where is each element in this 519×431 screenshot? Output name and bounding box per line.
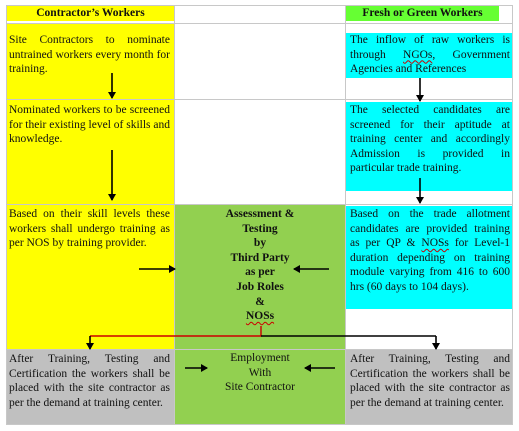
right-step1-post: , Government Agencies and References	[350, 48, 510, 76]
right-step4-text: After Training, Testing and Certificatio…	[350, 353, 510, 409]
assessment-line: Third Party	[230, 251, 290, 264]
assessment-line: Job Roles	[236, 280, 284, 293]
branch-connector	[90, 326, 262, 337]
header-left-title: Contractor’s Workers	[36, 7, 145, 19]
right-step1-ngos: NGOs	[403, 48, 433, 61]
employment-fill	[175, 350, 345, 424]
header-right-title: Fresh or Green Workers	[362, 7, 483, 19]
grid-row4-right	[345, 349, 513, 425]
assessment-fill	[175, 205, 345, 349]
right-step1-fill	[346, 33, 512, 78]
left-step3-fill	[7, 205, 174, 349]
assessment-line: &	[255, 295, 265, 308]
left-step2-text: Nominated workers to be screened for the…	[9, 104, 170, 146]
assessment-nos: NOSs	[245, 310, 275, 323]
right-step3-text: Based on the trade allotment candidates …	[350, 207, 510, 295]
employment-line: Site Contractor	[225, 381, 295, 394]
right-step2-text: The selected candidates are screened for…	[350, 104, 510, 175]
right-step3-nosqs: NOSs	[421, 237, 449, 250]
right-step1-text: The inflow of raw workers is through NGO…	[350, 33, 510, 77]
right-step4-fill	[346, 350, 512, 424]
right-step2-fill	[346, 102, 512, 191]
left-step3-text: Based on their skill levels these worker…	[9, 208, 170, 250]
right-step1-pre: The inflow of raw workers is through	[350, 34, 510, 61]
left-step4-text: After Training, Testing and Certificatio…	[9, 353, 170, 409]
employment-line: Employment	[230, 352, 290, 364]
right-step3-fill	[346, 206, 512, 309]
right-step3-post: for Level-1 duration depending on traini…	[350, 237, 510, 293]
header-right-fill	[346, 6, 499, 21]
assessment-line: by	[253, 237, 267, 250]
assessment-line: Assessment &	[225, 208, 295, 220]
header-left-fill	[7, 6, 174, 21]
left-step1-text: Site Contractors to nominate untrained w…	[9, 34, 170, 76]
left-step1-fill	[7, 24, 174, 99]
assessment-line: Testing	[242, 222, 278, 235]
left-step2-fill	[7, 100, 174, 204]
left-step4-fill	[7, 350, 174, 424]
right-step3-pre: Based on the trade allotment candidates …	[350, 208, 510, 250]
employment-line: With	[248, 366, 272, 379]
assessment-line: as per	[245, 266, 275, 279]
